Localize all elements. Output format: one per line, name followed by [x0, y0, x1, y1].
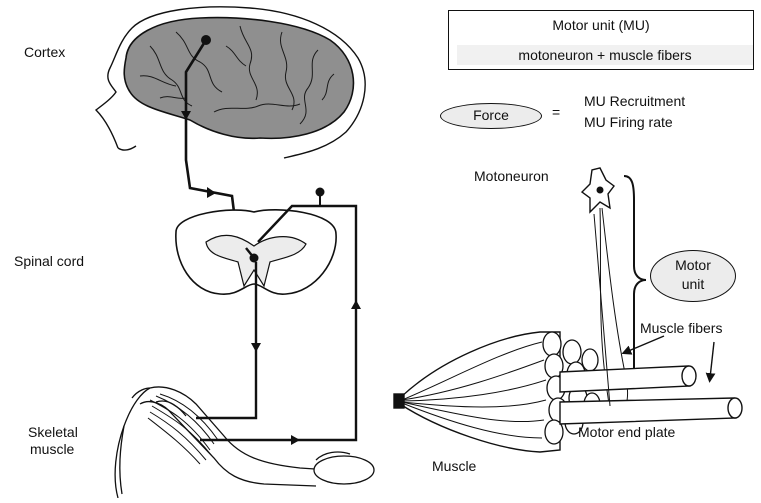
motoneuron-cell: [582, 168, 614, 212]
muscle-label: Muscle: [432, 458, 476, 474]
mu-recruitment-label: MU Recruitment: [584, 93, 685, 109]
skeletal-muscle-label: muscle: [30, 441, 74, 457]
force-oval: Force: [440, 103, 542, 129]
fiber-pointer-2: [710, 342, 714, 378]
motor-unit-title: Motor unit (MU): [449, 17, 753, 33]
skeletal-label: Skeletal: [28, 424, 78, 440]
efferent-arrow: [251, 343, 261, 352]
muscle-fibers-label: Muscle fibers: [640, 320, 722, 336]
arm-illustration: [115, 387, 374, 498]
fiber-pointer-1: [626, 336, 664, 352]
sensory-ganglion: [316, 188, 325, 197]
cortex-label: Cortex: [24, 44, 65, 60]
pathway-arrow-2: [207, 187, 216, 198]
force-label: Force: [473, 107, 509, 123]
equals-sign: =: [552, 104, 560, 120]
upper-motor-neuron-soma: [201, 35, 211, 45]
motor-unit-oval: Motor unit: [650, 250, 736, 302]
spinal-cord-label: Spinal cord: [14, 253, 84, 269]
afferent-arrow-1: [351, 300, 361, 309]
biceps-muscle: [148, 394, 218, 464]
muscle-belly: [394, 332, 560, 452]
motor-unit-brace: [624, 176, 646, 384]
afferent-arrow-2: [291, 435, 300, 445]
motor-unit-label-1: Motor: [651, 257, 735, 273]
brain: [124, 18, 353, 139]
motor-unit-label-2: unit: [651, 276, 735, 292]
motor-unit-definition: motoneuron + muscle fibers: [457, 45, 753, 65]
motoneuron-label: Motoneuron: [474, 168, 549, 184]
mu-firing-rate-label: MU Firing rate: [584, 114, 673, 130]
motor-end-plate-label: Motor end plate: [578, 424, 675, 440]
motor-unit-definition-box: Motor unit (MU) motoneuron + muscle fibe…: [448, 10, 754, 70]
